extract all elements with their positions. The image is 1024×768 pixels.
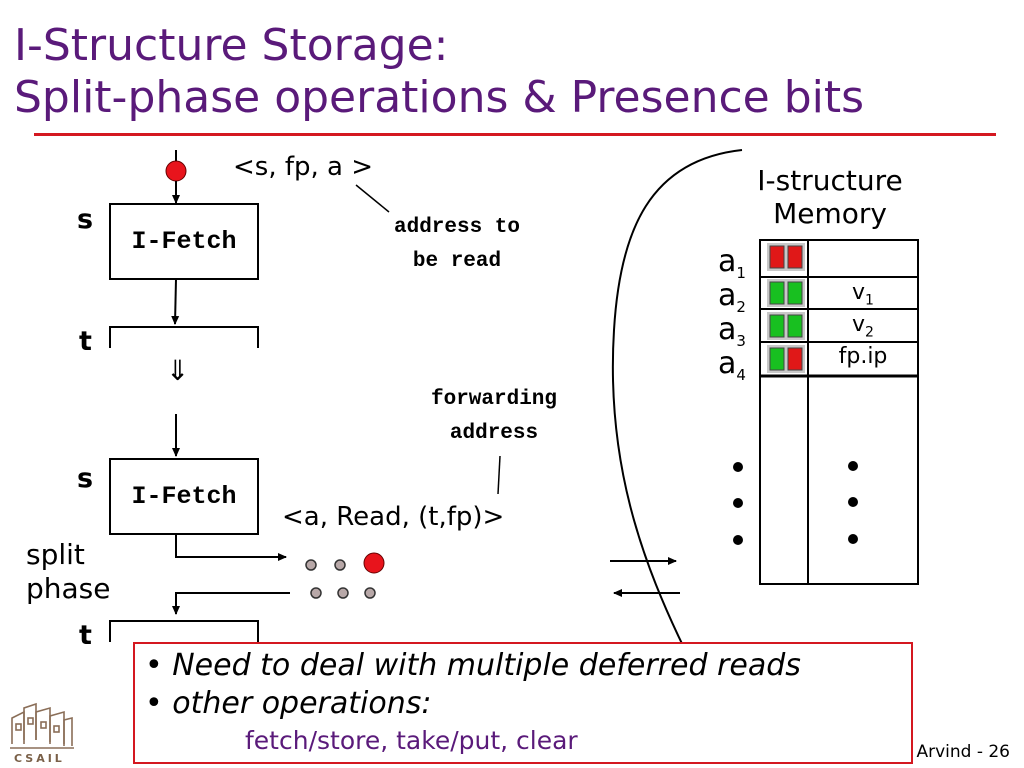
presence-bit-green <box>769 281 785 305</box>
t1-node-bracket <box>109 326 259 348</box>
memory-title-line2: Memory <box>773 197 887 230</box>
info-bullet-2: • other operations: <box>145 686 432 721</box>
t-label-1: t <box>79 326 92 357</box>
request-token-dot <box>363 552 385 574</box>
s-label-2: s <box>77 463 94 494</box>
row-label-a1: a1 <box>718 244 746 283</box>
implies-arrow: ⇓ <box>166 354 190 387</box>
address-note-pointer <box>355 184 390 213</box>
queue-dot <box>334 559 346 571</box>
presence-bits <box>767 243 805 373</box>
ellipsis-dot <box>848 461 858 471</box>
slide-title-line2: Split-phase operations & Presence bits <box>14 72 865 123</box>
ellipsis-dot <box>848 497 858 507</box>
cell-value-a2: v1 <box>852 280 874 309</box>
i-fetch-node-2[interactable]: I-Fetch <box>109 458 259 535</box>
row-label-a2: a2 <box>718 278 746 317</box>
t-label-2: t <box>79 620 92 651</box>
address-note-line2: be read <box>412 250 502 273</box>
queue-dot <box>305 559 317 571</box>
ellipsis-dot <box>733 498 743 508</box>
info-bullet-1: • Need to deal with multiple deferred re… <box>145 648 801 683</box>
memory-table <box>759 239 919 585</box>
read-request-token-label: <a, Read, (t,fp)> <box>282 502 505 532</box>
forwarding-note-pointer <box>497 455 501 495</box>
t2-node-bracket <box>109 620 259 642</box>
memory-title-line1: I-structure <box>757 164 903 197</box>
split-phase-line2: phase <box>26 572 111 605</box>
i-fetch-label: I-Fetch <box>131 227 237 256</box>
forwarding-note-line2: address <box>449 422 539 445</box>
csail-logo <box>10 702 74 749</box>
queue-dot <box>337 587 349 599</box>
info-box: • Need to deal with multiple deferred re… <box>133 642 913 764</box>
i-fetch-label: I-Fetch <box>131 482 237 511</box>
address-note: address to be read <box>362 211 552 279</box>
request-arc <box>175 534 287 561</box>
memory-boundary-curve <box>611 149 743 661</box>
presence-bit-green <box>787 314 803 338</box>
split-phase-label: split phase <box>26 538 111 606</box>
cell-value-a3: v2 <box>852 312 874 341</box>
row-label-a3: a3 <box>718 312 746 351</box>
presence-bit-green <box>769 347 785 371</box>
queue-dot <box>310 587 322 599</box>
slide-footer: Arvind - 26 <box>916 742 1010 762</box>
i-fetch-node-1[interactable]: I-Fetch <box>109 203 259 280</box>
presence-bit-green <box>769 314 785 338</box>
address-note-line1: address to <box>393 216 521 239</box>
ellipsis-dot <box>733 462 743 472</box>
input-token-label: <s, fp, a > <box>233 152 374 182</box>
response-arc <box>172 592 290 615</box>
presence-bit-green <box>787 281 803 305</box>
forwarding-note: forwarding address <box>392 383 596 451</box>
info-sub-operations: fetch/store, take/put, clear <box>245 726 578 755</box>
row-label-a4: a4 <box>718 346 746 385</box>
queue-dot <box>364 587 376 599</box>
s-label-1: s <box>77 204 94 235</box>
split-phase-line1: split <box>26 538 85 571</box>
presence-bit-red <box>787 347 803 371</box>
forwarding-note-line1: forwarding <box>430 388 558 411</box>
csail-logo-text: CSAIL <box>14 752 65 765</box>
presence-bit-red <box>787 245 803 269</box>
slide-title-line1: I-Structure Storage: <box>14 20 449 71</box>
presence-bit-red <box>769 245 785 269</box>
ellipsis-dot <box>733 535 743 545</box>
fetch1-output-arc <box>171 278 180 325</box>
input-token-dot <box>165 160 187 182</box>
title-rule <box>34 133 996 136</box>
cell-value-a4: fp.ip <box>838 344 888 369</box>
memory-title: I-structure Memory <box>730 164 930 230</box>
ellipsis-dot <box>848 534 858 544</box>
